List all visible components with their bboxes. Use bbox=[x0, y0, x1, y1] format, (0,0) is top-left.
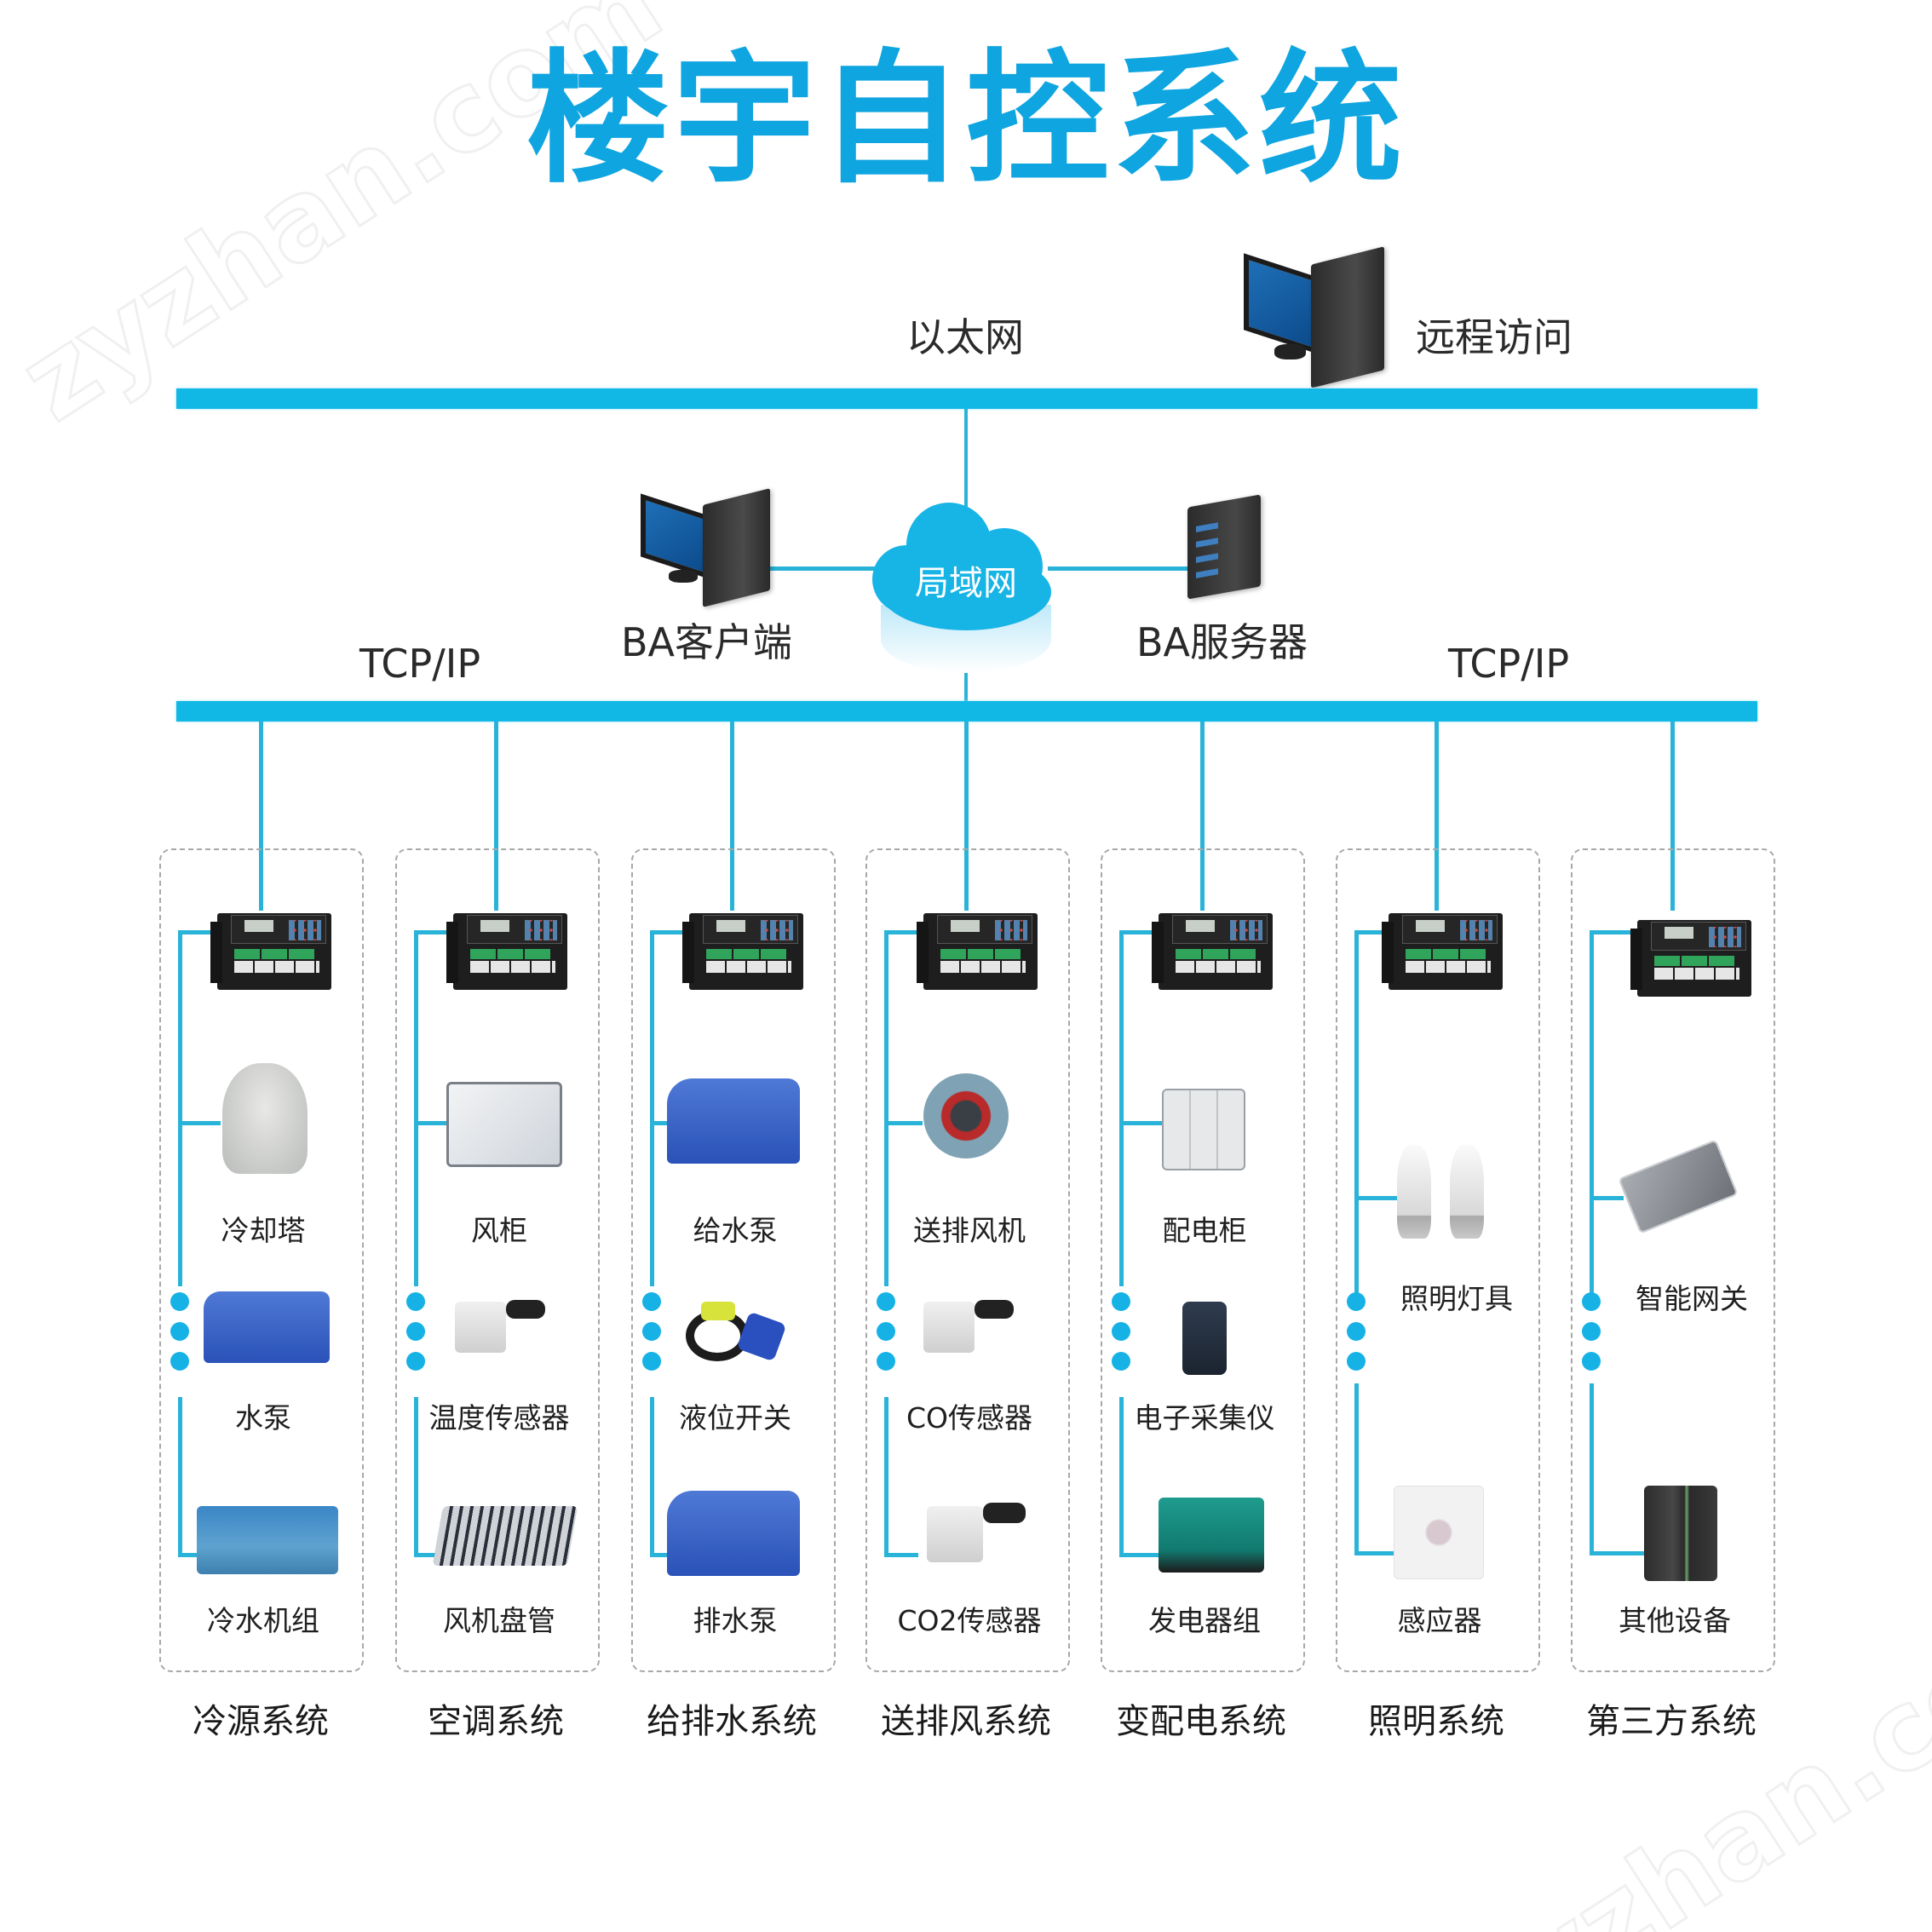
drain-pump-icon bbox=[667, 1491, 800, 1576]
system-panel-power: 配电柜 电子采集仪 发电器组 bbox=[1101, 848, 1305, 1672]
page-title: 楼宇自控系统 bbox=[526, 36, 1406, 203]
tcpip-right-label: TCP/IP bbox=[1448, 641, 1570, 687]
switchgear-icon bbox=[1162, 1089, 1245, 1170]
item-label: 温度传感器 bbox=[428, 1401, 570, 1435]
ba-client-workstation-icon[interactable] bbox=[641, 488, 770, 607]
item-label: CO2传感器 bbox=[897, 1604, 1042, 1637]
remote-access-workstation-icon[interactable] bbox=[1244, 246, 1384, 388]
chiller-icon bbox=[197, 1506, 338, 1574]
system-label: 冷源系统 bbox=[193, 1702, 329, 1741]
supply-pump-icon bbox=[667, 1078, 800, 1164]
temperature-sensor-icon bbox=[455, 1302, 506, 1353]
motion-sensor-icon bbox=[1394, 1486, 1484, 1579]
gateway-icon bbox=[1618, 1139, 1739, 1234]
drop-line bbox=[494, 722, 498, 911]
system-panel-cold-source: 冷却塔 水泵 冷水机组 bbox=[159, 848, 364, 1672]
ddc-controller-icon[interactable] bbox=[1382, 910, 1503, 993]
ddc-controller-icon[interactable] bbox=[210, 910, 331, 993]
ba-client-label: BA客户端 bbox=[621, 619, 793, 665]
water-pump-icon bbox=[204, 1291, 330, 1363]
system-label: 第三方系统 bbox=[1586, 1702, 1757, 1741]
ddc-controller-icon[interactable] bbox=[682, 910, 803, 993]
system-label: 空调系统 bbox=[428, 1702, 564, 1741]
lan-to-tcpip-line bbox=[964, 673, 968, 707]
air-handler-icon bbox=[446, 1082, 562, 1167]
system-label: 变配电系统 bbox=[1116, 1702, 1286, 1741]
system-panel-ventilation: 送排风机 CO传感器 CO2传感器 bbox=[865, 848, 1070, 1672]
drop-line bbox=[730, 722, 734, 911]
item-label: 水泵 bbox=[235, 1401, 291, 1435]
item-label: 感应器 bbox=[1397, 1604, 1482, 1637]
item-label: CO传感器 bbox=[906, 1401, 1033, 1435]
item-label: 送排风机 bbox=[913, 1214, 1026, 1247]
system-label: 送排风系统 bbox=[881, 1702, 1051, 1741]
co-sensor-icon bbox=[923, 1302, 975, 1353]
ethernet-to-lan-line bbox=[964, 409, 968, 511]
item-label: 液位开关 bbox=[679, 1401, 791, 1435]
item-label: 配电柜 bbox=[1162, 1214, 1247, 1247]
system-label: 给排水系统 bbox=[647, 1702, 817, 1741]
system-panel-hvac: 风柜 温度传感器 风机盘管 bbox=[395, 848, 600, 1672]
item-label: 照明灯具 bbox=[1400, 1282, 1513, 1315]
generator-icon bbox=[1159, 1498, 1264, 1573]
item-label: 给水泵 bbox=[693, 1214, 778, 1247]
system-panel-lighting: 照明灯具 感应器 bbox=[1336, 848, 1540, 1672]
item-label: 排水泵 bbox=[693, 1604, 778, 1637]
ethernet-bus bbox=[176, 388, 1757, 409]
client-link bbox=[767, 566, 886, 571]
system-label: 照明系统 bbox=[1368, 1702, 1504, 1741]
lan-cloud: 局域网 bbox=[872, 503, 1060, 673]
drop-line bbox=[1670, 722, 1675, 911]
exhaust-fan-icon bbox=[923, 1073, 1009, 1159]
item-label: 冷却塔 bbox=[221, 1214, 306, 1247]
light-bulb-icon bbox=[1397, 1145, 1431, 1239]
server-link bbox=[1048, 566, 1188, 571]
co2-sensor-icon bbox=[927, 1506, 983, 1562]
drop-line bbox=[259, 722, 263, 911]
ethernet-label: 以太网 bbox=[906, 314, 1024, 360]
item-label: 冷水机组 bbox=[207, 1604, 319, 1637]
drop-line bbox=[964, 722, 969, 911]
item-label: 电子采集仪 bbox=[1134, 1401, 1275, 1435]
meter-icon bbox=[1182, 1302, 1227, 1375]
lan-cloud-label: 局域网 bbox=[915, 564, 1017, 603]
system-panel-third-party: 智能网关 其他设备 bbox=[1571, 848, 1775, 1672]
ddc-controller-icon[interactable] bbox=[917, 910, 1038, 993]
item-label: 风机盘管 bbox=[443, 1604, 555, 1637]
item-label: 风柜 bbox=[471, 1214, 527, 1247]
system-panel-water: 给水泵 液位开关 排水泵 bbox=[631, 848, 836, 1672]
fan-coil-icon bbox=[432, 1506, 578, 1566]
remote-access-label: 远程访问 bbox=[1416, 314, 1573, 360]
ddc-controller-icon[interactable] bbox=[1630, 917, 1751, 1000]
drop-line bbox=[1200, 722, 1205, 911]
tcpip-left-label: TCP/IP bbox=[359, 641, 481, 687]
cooling-tower-icon bbox=[222, 1063, 308, 1174]
tcpip-bus bbox=[176, 701, 1757, 722]
item-label: 智能网关 bbox=[1636, 1282, 1748, 1315]
light-bulb-icon bbox=[1450, 1145, 1484, 1239]
drop-line bbox=[1435, 722, 1439, 911]
ddc-controller-icon[interactable] bbox=[446, 910, 567, 993]
item-label: 其他设备 bbox=[1619, 1604, 1731, 1637]
ba-server-icon[interactable] bbox=[1187, 494, 1261, 600]
ba-server-label: BA服务器 bbox=[1136, 619, 1308, 665]
rack-icon bbox=[1644, 1486, 1717, 1581]
ddc-controller-icon[interactable] bbox=[1152, 910, 1273, 993]
item-label: 发电器组 bbox=[1148, 1604, 1261, 1637]
